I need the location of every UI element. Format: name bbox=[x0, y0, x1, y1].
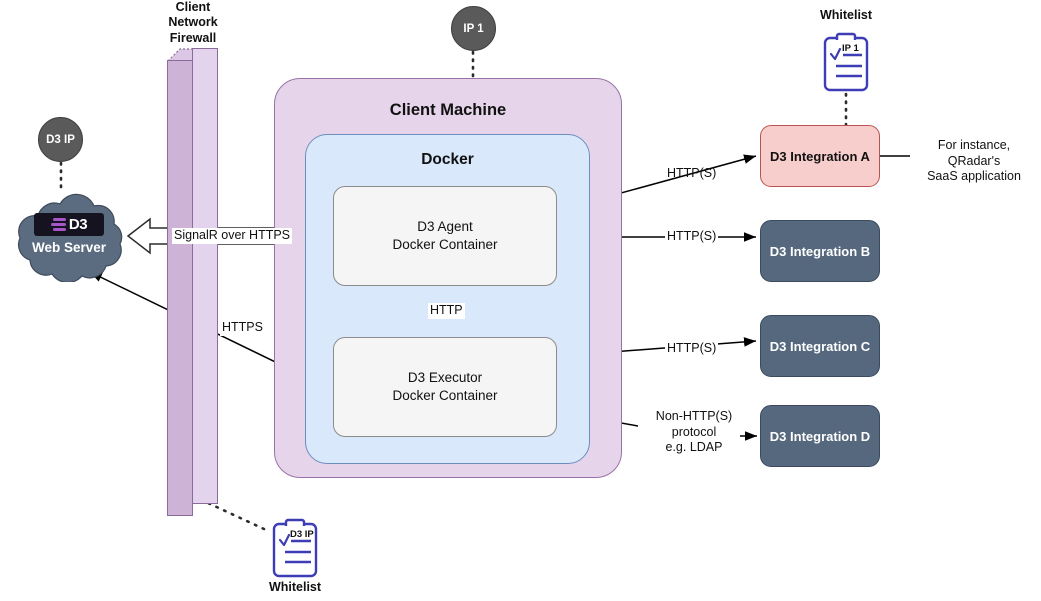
whitelist-top: Whitelist IP 1 bbox=[820, 8, 872, 92]
d3-wave-logo-icon bbox=[50, 218, 66, 231]
d3-agent-container-line1: D3 Agent bbox=[417, 218, 473, 234]
firewall-label: Client Network Firewall bbox=[125, 0, 261, 46]
integration-c-box[interactable]: D3 Integration C bbox=[760, 315, 880, 377]
non-http-label: Non-HTTP(S) protocol e.g. LDAP bbox=[636, 409, 752, 456]
qradar-annotation: For instance, QRadar's SaaS application bbox=[910, 138, 1038, 185]
d3-logo: D3 bbox=[34, 213, 104, 236]
non-http-label-line2: e.g. LDAP bbox=[665, 440, 723, 455]
d3-executor-container[interactable]: D3 Executor Docker Container bbox=[333, 337, 557, 437]
d3-executor-container-line2: Docker Container bbox=[392, 388, 498, 403]
client-machine-title: Client Machine bbox=[389, 101, 507, 119]
integration-d-label: D3 Integration D bbox=[769, 428, 871, 444]
web-server-cloud: D3 Web Server bbox=[8, 190, 130, 283]
integration-b-box[interactable]: D3 Integration B bbox=[760, 220, 880, 282]
integration-a-label: D3 Integration A bbox=[770, 148, 870, 164]
integration-a-box[interactable]: D3 Integration A bbox=[760, 125, 880, 187]
qradar-annotation-line1: For instance, QRadar's bbox=[937, 138, 1011, 168]
d3-executor-container-line1: D3 Executor bbox=[407, 369, 483, 385]
d3-agent-container[interactable]: D3 Agent Docker Container bbox=[333, 186, 557, 286]
whitelist-top-caption: Whitelist bbox=[819, 8, 873, 22]
whitelist-bottom: Whitelist D3 IP bbox=[269, 516, 321, 594]
client-network-firewall: Client Network Firewall bbox=[167, 0, 219, 516]
firewall-label-line1: Client bbox=[175, 0, 211, 14]
firewall-front-face bbox=[167, 60, 193, 516]
firewall-side-face bbox=[192, 48, 218, 504]
cloud-shape-icon bbox=[17, 193, 123, 283]
docker-title: Docker bbox=[421, 151, 474, 168]
clipboard-icon bbox=[823, 32, 869, 92]
integration-d-box[interactable]: D3 Integration D bbox=[760, 405, 880, 467]
whitelist-top-entry: IP 1 bbox=[842, 43, 859, 54]
integration-b-label: D3 Integration B bbox=[769, 243, 871, 259]
web-server-label: Web Server bbox=[31, 240, 107, 255]
integration-c-label: D3 Integration C bbox=[769, 338, 871, 354]
https-c-label: HTTP(S) bbox=[665, 341, 719, 357]
https-label: HTTPS bbox=[220, 320, 265, 336]
clipboard-icon bbox=[272, 518, 318, 578]
d3-agent-container-line2: Docker Container bbox=[392, 237, 498, 252]
signalr-label: SignalR over HTTPS bbox=[172, 228, 293, 244]
firewall-label-line2: Network bbox=[168, 15, 218, 30]
non-http-label-line1: Non-HTTP(S) protocol bbox=[655, 409, 733, 439]
whitelist-bottom-caption: Whitelist bbox=[268, 580, 322, 594]
https-a-label: HTTP(S) bbox=[667, 166, 717, 180]
whitelist-bottom-entry: D3 IP bbox=[290, 529, 314, 540]
http-internal-label: HTTP bbox=[428, 303, 465, 319]
firewall-label-line3: Firewall bbox=[169, 30, 217, 45]
https-b-label: HTTP(S) bbox=[665, 229, 719, 245]
d3-ip-bubble: D3 IP bbox=[38, 117, 83, 162]
qradar-annotation-line2: SaaS application bbox=[927, 169, 1021, 184]
d3-logo-text: D3 bbox=[68, 216, 88, 233]
ip1-bubble: IP 1 bbox=[451, 6, 496, 51]
